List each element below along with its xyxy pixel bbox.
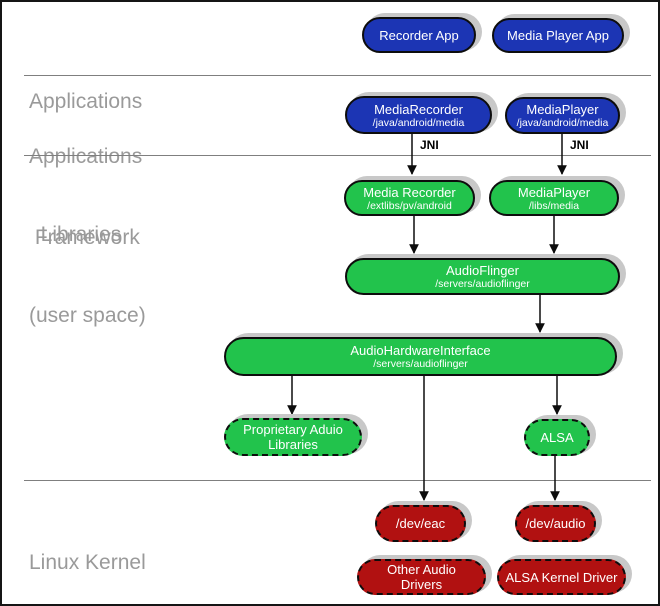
node-audioflinger: AudioFlinger /servers/audioflinger bbox=[345, 258, 620, 295]
node-title: MediaRecorder bbox=[374, 101, 463, 117]
node-title: AudioHardwareInterface bbox=[350, 343, 491, 358]
node-mediaplayer-framework: MediaPlayer /java/android/media bbox=[505, 97, 620, 134]
node-dev-audio: /dev/audio bbox=[515, 505, 596, 542]
node-path: /servers/audioflinger bbox=[373, 358, 468, 370]
node-path: /java/android/media bbox=[516, 117, 609, 129]
layer-divider-libraries-kernel bbox=[24, 480, 651, 481]
layer-label-line: Applications bbox=[29, 145, 143, 168]
layer-label-line: Applications bbox=[29, 90, 143, 113]
layer-label-line: Linux Kernel bbox=[29, 551, 146, 574]
layer-divider-framework-libraries bbox=[24, 155, 651, 156]
jni-label-right: JNI bbox=[570, 138, 589, 152]
node-path: /libs/media bbox=[528, 199, 580, 212]
node-path: /java/android/media bbox=[372, 116, 465, 129]
node-media-player-app: Media Player App bbox=[492, 18, 624, 53]
layer-label-applications: Applications bbox=[29, 34, 142, 169]
node-title: Recorder App bbox=[379, 27, 459, 43]
node-media-recorder-lib: Media Recorder /extlibs/pv/android bbox=[344, 180, 475, 216]
node-proprietary-audio-libraries: Proprietary Aduio Libraries bbox=[224, 418, 362, 456]
node-title: AudioFlinger bbox=[446, 263, 519, 278]
node-recorder-app: Recorder App bbox=[362, 17, 476, 53]
layer-label-applications-framework: Applications Framework bbox=[29, 89, 142, 305]
node-path: /extlibs/pv/android bbox=[367, 199, 452, 212]
node-title: Proprietary Aduio Libraries bbox=[243, 422, 343, 452]
node-audiohardwareinterface: AudioHardwareInterface /servers/audiofli… bbox=[224, 337, 617, 376]
jni-label-left: JNI bbox=[420, 138, 439, 152]
node-title: Media Player App bbox=[507, 28, 609, 43]
layer-label-line: Libraries bbox=[29, 223, 122, 246]
node-title: /dev/audio bbox=[525, 516, 586, 531]
node-title: MediaPlayer bbox=[517, 184, 591, 200]
node-title: Other Audio Drivers bbox=[387, 562, 456, 592]
node-dev-eac: /dev/eac bbox=[375, 505, 466, 542]
node-mediarecorder-framework: MediaRecorder /java/android/media bbox=[345, 96, 492, 134]
node-title: ALSA Kernel Driver bbox=[505, 569, 618, 585]
node-other-audio-drivers: Other Audio Drivers bbox=[357, 559, 486, 595]
layer-label-libraries: Libraries (user space) bbox=[29, 167, 146, 383]
node-path: /servers/audioflinger bbox=[435, 278, 530, 290]
node-title: ALSA bbox=[540, 430, 574, 445]
layer-label-line: Framework bbox=[29, 226, 140, 249]
node-mediaplayer-lib: MediaPlayer /libs/media bbox=[489, 180, 619, 216]
layer-label-line: (user space) bbox=[29, 304, 146, 327]
node-alsa: ALSA bbox=[524, 419, 590, 456]
node-title: Media Recorder bbox=[363, 184, 456, 200]
node-title: MediaPlayer bbox=[526, 102, 599, 117]
node-alsa-kernel-driver: ALSA Kernel Driver bbox=[497, 559, 626, 595]
layer-label-linux-kernel: Linux Kernel bbox=[29, 495, 146, 604]
layer-divider-applications-framework bbox=[24, 75, 651, 76]
node-title: /dev/eac bbox=[395, 516, 446, 531]
